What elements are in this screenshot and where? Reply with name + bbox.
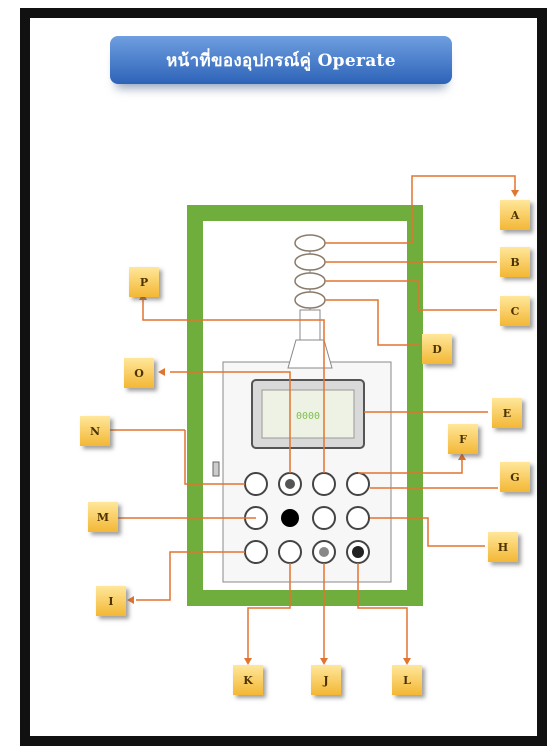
green-board — [187, 205, 423, 606]
callout-f: F — [448, 424, 478, 454]
callout-g: G — [500, 462, 530, 492]
callout-b: B — [500, 247, 530, 277]
callout-l: L — [392, 665, 422, 695]
lcd-value: 0000 — [296, 411, 320, 422]
lamp-ring-4 — [294, 291, 326, 309]
callout-d: D — [422, 334, 452, 364]
lamp-neck — [299, 309, 321, 341]
callout-p: P — [129, 267, 159, 297]
callout-m: M — [88, 502, 118, 532]
key-r3c4-mark — [352, 546, 364, 558]
device-side-port — [212, 461, 220, 477]
callout-a: A — [500, 200, 530, 230]
key-r3c1 — [244, 540, 268, 564]
key-r3c3-mark — [319, 547, 329, 557]
key-r1c4 — [346, 472, 370, 496]
callout-c: C — [500, 296, 530, 326]
key-r2c4 — [346, 506, 370, 530]
callout-n: N — [80, 416, 110, 446]
callout-e: E — [492, 398, 522, 428]
callout-j: J — [311, 665, 341, 695]
callout-i: I — [96, 586, 126, 616]
lcd-screen — [261, 389, 355, 439]
lamp-base — [287, 339, 333, 369]
lamp-ring-3 — [294, 272, 326, 290]
title-banner: หน้าที่ของอุปกรณ์คู่ Operate — [110, 36, 452, 84]
key-r3c2 — [278, 540, 302, 564]
callout-k: K — [233, 665, 263, 695]
key-r2c2-black — [281, 509, 299, 527]
callout-o: O — [124, 358, 154, 388]
key-r1c3 — [312, 472, 336, 496]
leader-lines — [110, 175, 516, 660]
key-r1c2-mark — [285, 479, 295, 489]
lamp-ring-2 — [294, 253, 326, 271]
key-r1c1 — [244, 472, 268, 496]
key-r2c3 — [312, 506, 336, 530]
callout-h: H — [488, 532, 518, 562]
lamp-ring-1 — [294, 234, 326, 252]
